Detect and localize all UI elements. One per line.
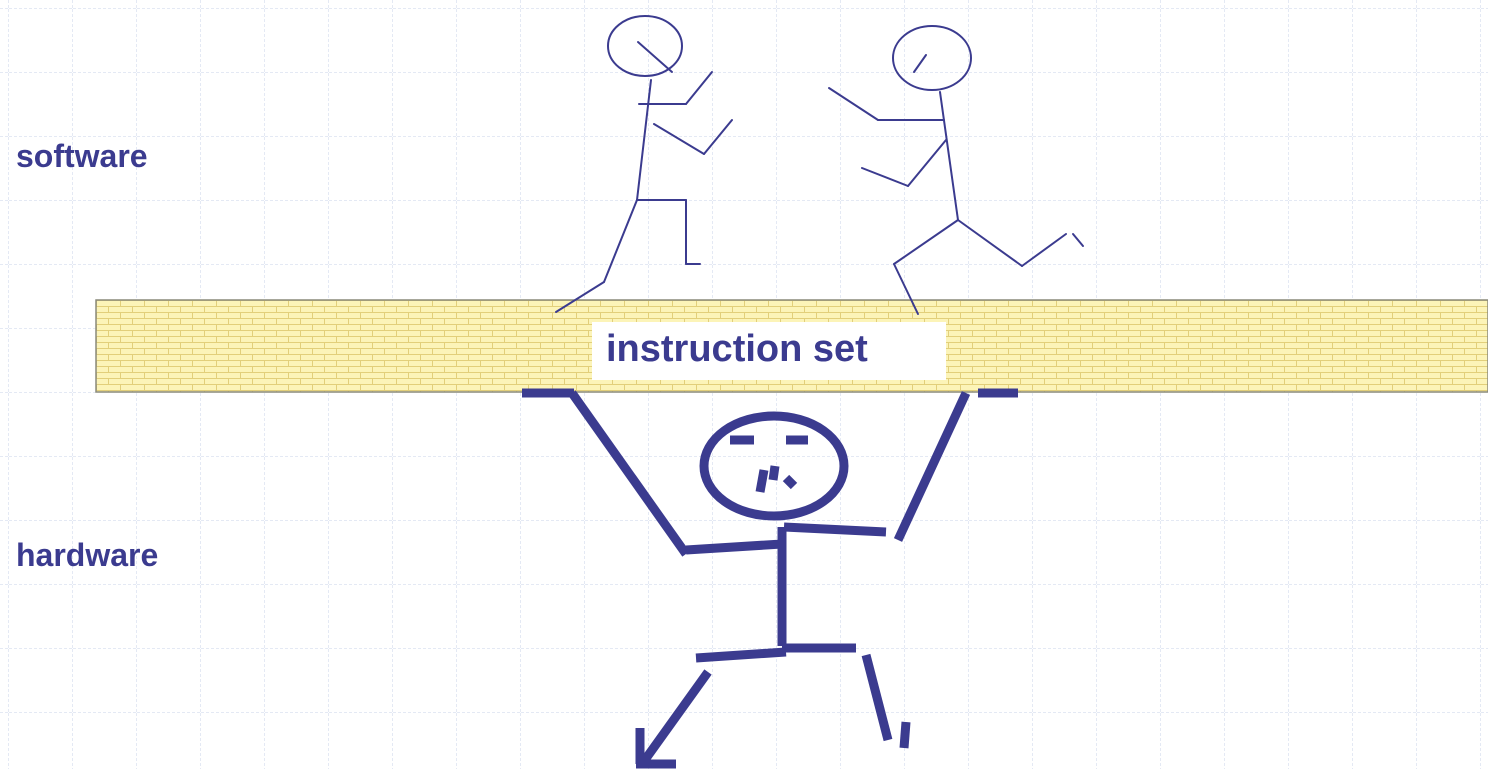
arm-lower-hand <box>861 167 909 187</box>
leg-right <box>861 653 893 742</box>
cheek <box>782 474 798 490</box>
arm-lower-hand <box>703 119 733 155</box>
instruction-set-label-background <box>592 322 946 380</box>
nose <box>755 469 769 493</box>
software-figure-right <box>828 25 1084 315</box>
face-line <box>637 41 673 73</box>
foot-right <box>899 721 911 749</box>
leg-back-shin <box>1021 233 1067 267</box>
foot-back <box>1072 233 1084 247</box>
leg-left <box>638 669 712 767</box>
mouth <box>768 465 780 481</box>
thigh-left <box>695 647 787 663</box>
arm-lower <box>907 139 947 187</box>
head <box>607 15 683 77</box>
instruction-set-label: instruction set <box>606 328 868 370</box>
arm-left-lower <box>685 539 783 555</box>
foot-left <box>555 281 605 313</box>
software-figure-left <box>555 15 733 313</box>
arm-lower <box>653 123 705 155</box>
head <box>699 411 849 521</box>
arm-right-upper <box>893 391 971 542</box>
arm-upper-hand <box>828 87 879 121</box>
leg-left <box>603 199 638 283</box>
leg-front <box>893 219 959 265</box>
arm-left-upper <box>568 390 690 557</box>
arm-forearm <box>685 71 713 105</box>
torso <box>939 91 959 221</box>
hardware-label: hardware <box>16 537 159 573</box>
head <box>892 25 972 91</box>
hardware-figure <box>522 388 1018 769</box>
leg-front-shin <box>893 263 919 315</box>
software-label: software <box>16 138 148 174</box>
face-line <box>913 54 927 73</box>
leg-back <box>957 219 1023 267</box>
torso <box>636 79 652 201</box>
arm-right-lower <box>783 522 887 537</box>
